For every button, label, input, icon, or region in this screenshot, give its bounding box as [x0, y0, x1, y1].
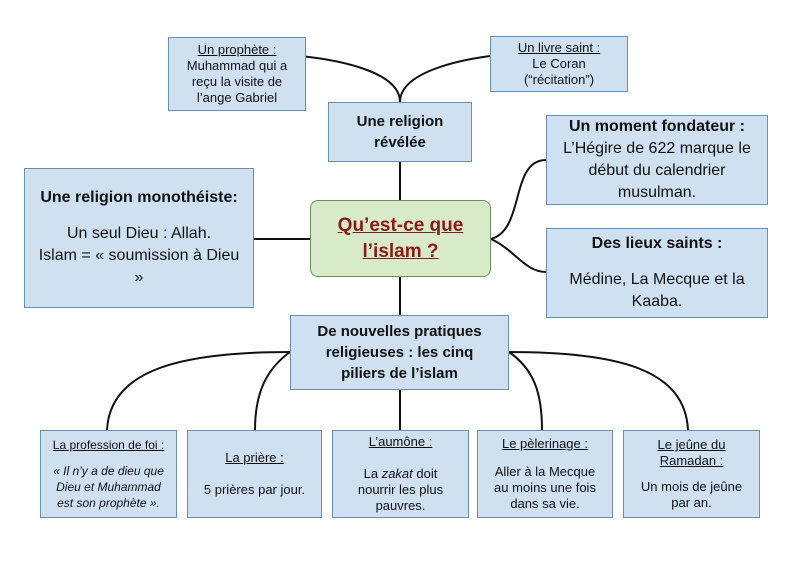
pratiques-line1: De nouvelles pratiques: [317, 323, 482, 340]
pillar-jeune-box: Le jeûne du Ramadan : Un mois de jeûne p…: [623, 430, 760, 518]
prophete-line3: l’ange Gabriel: [196, 90, 278, 105]
lieux-title: Des lieux saints :: [591, 235, 723, 252]
pillar-profession-box: La profession de foi : « Il n’y a de die…: [40, 430, 177, 518]
aumone-title: L’aumône :: [368, 434, 433, 449]
link-revelee-prophete: [299, 55, 401, 103]
monotheiste-line2: Islam = « soumission à Dieu: [38, 247, 240, 264]
jeune-line2: par an.: [671, 495, 712, 510]
aumone-line2: nourrir les plus: [357, 482, 444, 497]
profession-line3: est son prophète ».: [57, 496, 160, 510]
pelerinage-line3: dans sa vie.: [510, 496, 580, 511]
livre-title: Un livre saint :: [517, 40, 601, 55]
profession-title: La profession de foi :: [52, 438, 165, 452]
center-title-box: Qu’est-ce que l’islam ?: [310, 200, 491, 277]
pillar-priere-box: La prière : 5 prières par jour.: [187, 430, 322, 518]
revelee-line1: Une religion: [356, 113, 444, 130]
monotheiste-line1: Un seul Dieu : Allah.: [66, 225, 212, 242]
prophete-line2: reçu la visite de: [191, 74, 283, 89]
fondateur-line2: début du calendrier: [588, 162, 726, 179]
monotheiste-box: Une religion monothéiste: Un seul Dieu :…: [24, 168, 254, 308]
pratiques-line2: religieuses : les cinq: [325, 344, 474, 361]
lieux-line1: Médine, La Mecque et la: [569, 271, 745, 288]
link-pratiques-priere: [254, 351, 291, 431]
pillar-pelerinage-box: Le pèlerinage : Aller à la Mecque au moi…: [477, 430, 613, 518]
fondateur-title: Un moment fondateur :: [569, 118, 745, 135]
center-title-line2: l’islam ?: [362, 240, 439, 262]
link-pratiques-profession: [106, 351, 291, 431]
prophete-box: Un prophète : Muhammad qui a reçu la vis…: [168, 37, 306, 111]
lieux-line2: Kaaba.: [631, 293, 683, 310]
aumone-line1-post: doit: [412, 466, 438, 481]
priere-title: La prière :: [225, 450, 284, 465]
lieux-box: Des lieux saints : Médine, La Mecque et …: [546, 228, 768, 318]
fondateur-line1: L’Hégire de 622 marque le: [563, 140, 751, 157]
aumone-line1-pre: La: [363, 466, 382, 481]
profession-line2: Dieu et Muhammad: [56, 480, 161, 494]
fondateur-line3: musulman.: [617, 184, 697, 201]
link-center-fondateur: [490, 159, 547, 240]
priere-line1: 5 prières par jour.: [203, 482, 306, 497]
pelerinage-title: Le pèlerinage :: [501, 436, 588, 451]
pillar-aumone-box: L’aumône : La zakat doit nourrir les plu…: [332, 430, 469, 518]
livre-box: Un livre saint : Le Coran (“récitation”): [490, 36, 628, 92]
link-center-lieux: [490, 238, 547, 273]
jeune-line1: Un mois de jeûne: [640, 479, 743, 494]
link-pratiques-pelerinage: [508, 351, 543, 431]
prophete-title: Un prophète :: [197, 42, 277, 57]
jeune-title-line1: Le jeûne du: [657, 437, 726, 452]
center-title-line1: Qu’est-ce que: [337, 214, 464, 236]
aumone-zakat: zakat: [381, 466, 413, 481]
aumone-line3: pauvres.: [375, 498, 426, 513]
revelee-line2: révélée: [374, 134, 426, 151]
aumone-line1: La zakat doit: [364, 466, 438, 482]
livre-line2: (“récitation”): [523, 72, 595, 87]
livre-line1: Le Coran: [532, 56, 586, 71]
link-revelee-livre: [399, 55, 491, 103]
jeune-title-line2: Ramadan :: [659, 453, 724, 468]
profession-line1: « Il n’y a de dieu que: [53, 464, 164, 478]
pratiques-line3: piliers de l’islam: [341, 365, 458, 382]
pelerinage-line2: au moins une fois: [494, 480, 596, 495]
link-pratiques-jeune: [508, 351, 689, 431]
prophete-line1: Muhammad qui a: [186, 58, 288, 73]
monotheiste-line3: »: [134, 269, 144, 286]
fondateur-box: Un moment fondateur : L’Hégire de 622 ma…: [546, 115, 768, 205]
monotheiste-title: Une religion monothéiste:: [40, 189, 238, 206]
pratiques-box: De nouvelles pratiques religieuses : les…: [290, 315, 509, 390]
revelee-box: Une religion révélée: [328, 102, 472, 162]
pelerinage-line1: Aller à la Mecque: [494, 464, 596, 479]
